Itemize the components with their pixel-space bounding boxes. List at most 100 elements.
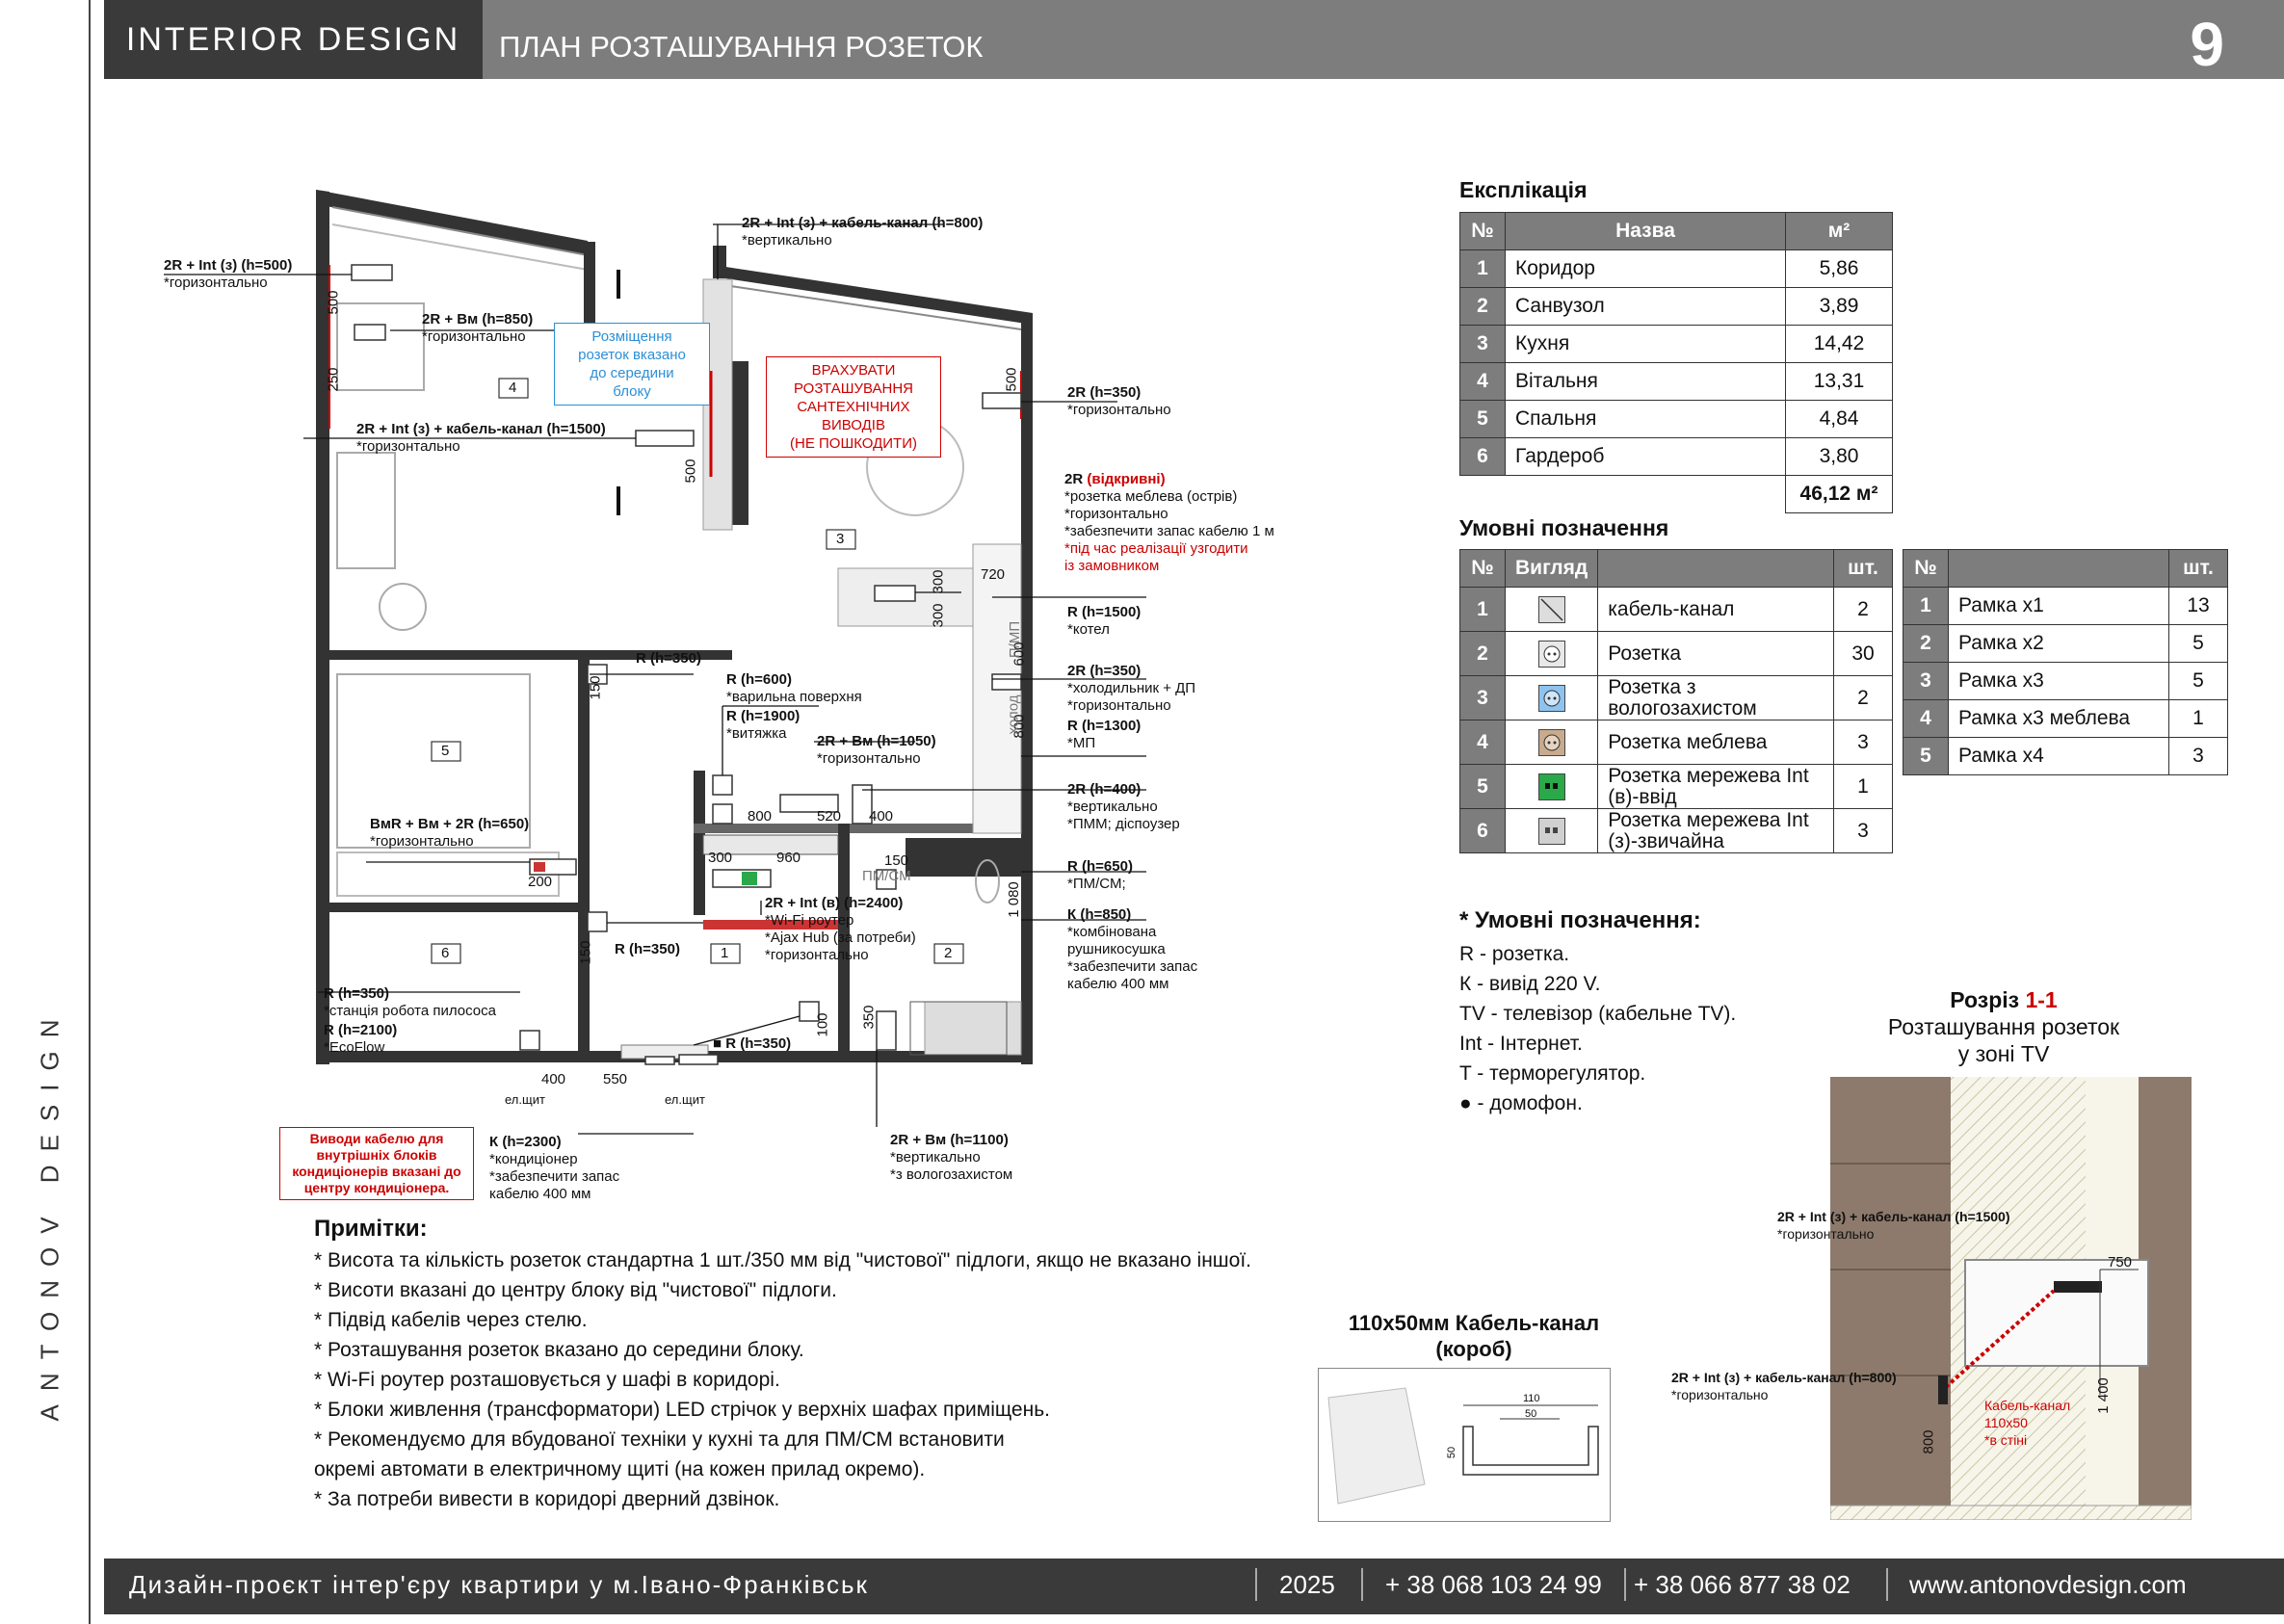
section-label-2: 2R + Int (з) + кабель-канал (h=800)*гори… (1671, 1370, 1897, 1402)
window-line (331, 223, 589, 271)
dimension: 250 (325, 367, 342, 392)
dimension: 150 (577, 940, 594, 965)
section-dim-750: 750 (2108, 1254, 2133, 1270)
dimension: 800 (748, 808, 773, 825)
label-l10: R (h=350) (636, 650, 701, 667)
plant (379, 583, 427, 631)
socket-icon (1537, 640, 1565, 668)
panel-label: ел.щит (665, 1092, 705, 1107)
label-l1: 2R + Int (з) (h=500)*горизонтально (164, 257, 293, 291)
footer-phone-2: + 38 066 877 38 02 (1634, 1570, 1851, 1599)
label-l19: R (h=350) (615, 941, 680, 957)
note-item: * Wi-Fi роутер розташовується у шафі в к… (314, 1369, 780, 1391)
kitchen-wall (694, 771, 705, 915)
fridge-label: холод (1005, 694, 1022, 735)
symbol-item: Int - Інтернет. (1459, 1033, 1583, 1055)
low-socket (1938, 1375, 1948, 1404)
waterproof-socket-icon (1537, 684, 1565, 712)
dimension: 150 (587, 675, 604, 700)
wood-panel-left (1830, 1077, 1951, 1506)
cable-dim-height: 50 (1446, 1446, 1458, 1459)
footer-website[interactable]: www.antonovdesign.com (1909, 1570, 2187, 1599)
side-brand-strip: ANTONOV DESIGN (0, 0, 92, 1624)
wardrobe-wall (329, 903, 580, 912)
waterproof-socket (534, 862, 545, 872)
page-number: 9 (2190, 10, 2224, 79)
label-l24: 2R + Вм (h=1100)*вертикально*з вологозах… (890, 1132, 1013, 1183)
armchair (336, 302, 425, 391)
dimension: 300 (930, 603, 947, 628)
bed (336, 673, 531, 849)
dimension: 350 (860, 1005, 878, 1030)
wall-right (1021, 313, 1033, 1064)
room-number: 1 (721, 945, 729, 961)
label-l14: 2R (h=400)*вертикально*ПММ; діспоузер (1067, 781, 1180, 832)
footer-separator (1255, 1568, 1257, 1601)
dimension: 550 (603, 1071, 628, 1087)
footer-separator (1886, 1568, 1888, 1601)
label-l16: R (h=650)*ПМ/СМ; (1067, 858, 1133, 892)
label-l2: 2R + Вм (h=850)*горизонтально (422, 311, 534, 345)
floor-plan: 2R + Int (з) (h=500)*горизонтально 2R + … (144, 178, 1329, 1218)
label-l17: 2R + Int (в) (h=2400)*Wi-Fi роутер*Ajax … (765, 895, 916, 963)
panel-label: ел.щит (505, 1092, 545, 1107)
dimension: 500 (1003, 367, 1020, 392)
dimension: 400 (541, 1071, 566, 1087)
explication-title: Експлікація (1459, 177, 1588, 202)
section-drawing (1830, 1077, 2192, 1520)
window-line (717, 283, 1022, 330)
dimension: 520 (817, 808, 842, 825)
cable-channel-title: 110х50мм Кабель-канал(короб) (1348, 1311, 1600, 1361)
footer-separator (1361, 1568, 1363, 1601)
interior-wall (713, 246, 726, 278)
dimension: 300 (708, 850, 733, 866)
note-item: * Висоти вказані до центру блоку від "чи… (314, 1279, 837, 1301)
notes-title: Примітки: (314, 1216, 428, 1242)
room-number-boxes (431, 378, 964, 964)
symbols-title: * Умовні позначення: (1459, 907, 1701, 933)
symbols-section: * Умовні позначення: R - розетка. К - ви… (1459, 905, 1736, 1118)
room-number: 3 (836, 531, 845, 547)
dimension: 1 080 (1005, 881, 1022, 918)
red-marker (703, 920, 838, 930)
total-area: 46,12 м² (1785, 475, 1893, 513)
section-marker (617, 270, 620, 299)
symbol-item: TV - телевізор (кабельне TV). (1459, 1003, 1737, 1025)
dimension: 500 (325, 290, 342, 315)
furniture-socket-icon (1537, 728, 1565, 756)
note-item: * Блоки живлення (трансформатори) LED ст… (314, 1399, 1050, 1421)
footer-phone-1: + 38 068 103 24 99 (1385, 1570, 1602, 1599)
label-l22: ■ R (h=350) (713, 1035, 792, 1052)
dimension: 400 (869, 808, 894, 825)
dimension: 960 (776, 850, 801, 866)
total-row: 46,12 м² (1460, 475, 1893, 513)
section-title: Розріз 1-1 Розташування розеток у зоні T… (1887, 987, 2120, 1066)
label-l4: 2R + Int (з) + кабель-канал (h=1500)*гор… (356, 421, 606, 455)
floor (1830, 1505, 2192, 1520)
note-item: * Розташування розеток вказано до середи… (314, 1339, 804, 1361)
room-number: 4 (509, 380, 517, 396)
cable-channel-icon (1537, 595, 1565, 623)
side-brand-text: ANTONOV DESIGN (35, 1006, 65, 1422)
note-item: * Рекомендуємо для вбудованої техніки у … (314, 1428, 1005, 1451)
window-line (331, 206, 589, 256)
bath-tray (909, 1001, 1008, 1056)
tv-socket (2054, 1281, 2102, 1293)
section-dim-1400: 1 400 (2094, 1377, 2112, 1414)
bath-wall (838, 824, 850, 1055)
footer-year: 2025 (1279, 1570, 1335, 1599)
label-l5: 2R (h=350)*горизонтально (1067, 384, 1171, 418)
